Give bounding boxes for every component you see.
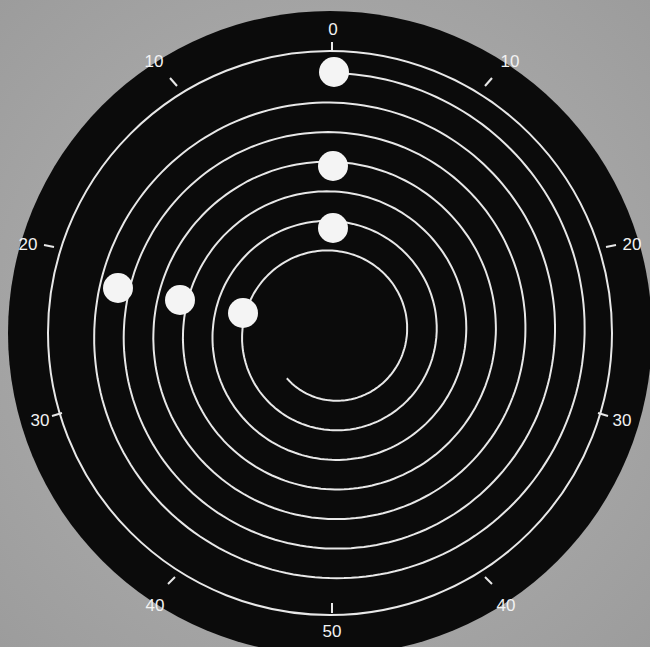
- scale-number: 20: [623, 236, 642, 253]
- scale-number: 20: [19, 236, 38, 253]
- scale-number: 30: [613, 412, 632, 429]
- scale-number: 10: [145, 53, 164, 70]
- scale-number: 50: [323, 623, 342, 640]
- scale-ticks: [44, 42, 616, 613]
- spiral-track: [94, 73, 584, 578]
- scale-number: 10: [501, 53, 520, 70]
- outer-ring: [48, 51, 612, 615]
- marker-balls: [103, 57, 349, 328]
- scale-number: 0: [328, 21, 337, 38]
- scale-number: 30: [31, 412, 50, 429]
- dial-disc: [8, 11, 650, 647]
- scale-number: 40: [497, 597, 516, 614]
- scale-number: 40: [146, 597, 165, 614]
